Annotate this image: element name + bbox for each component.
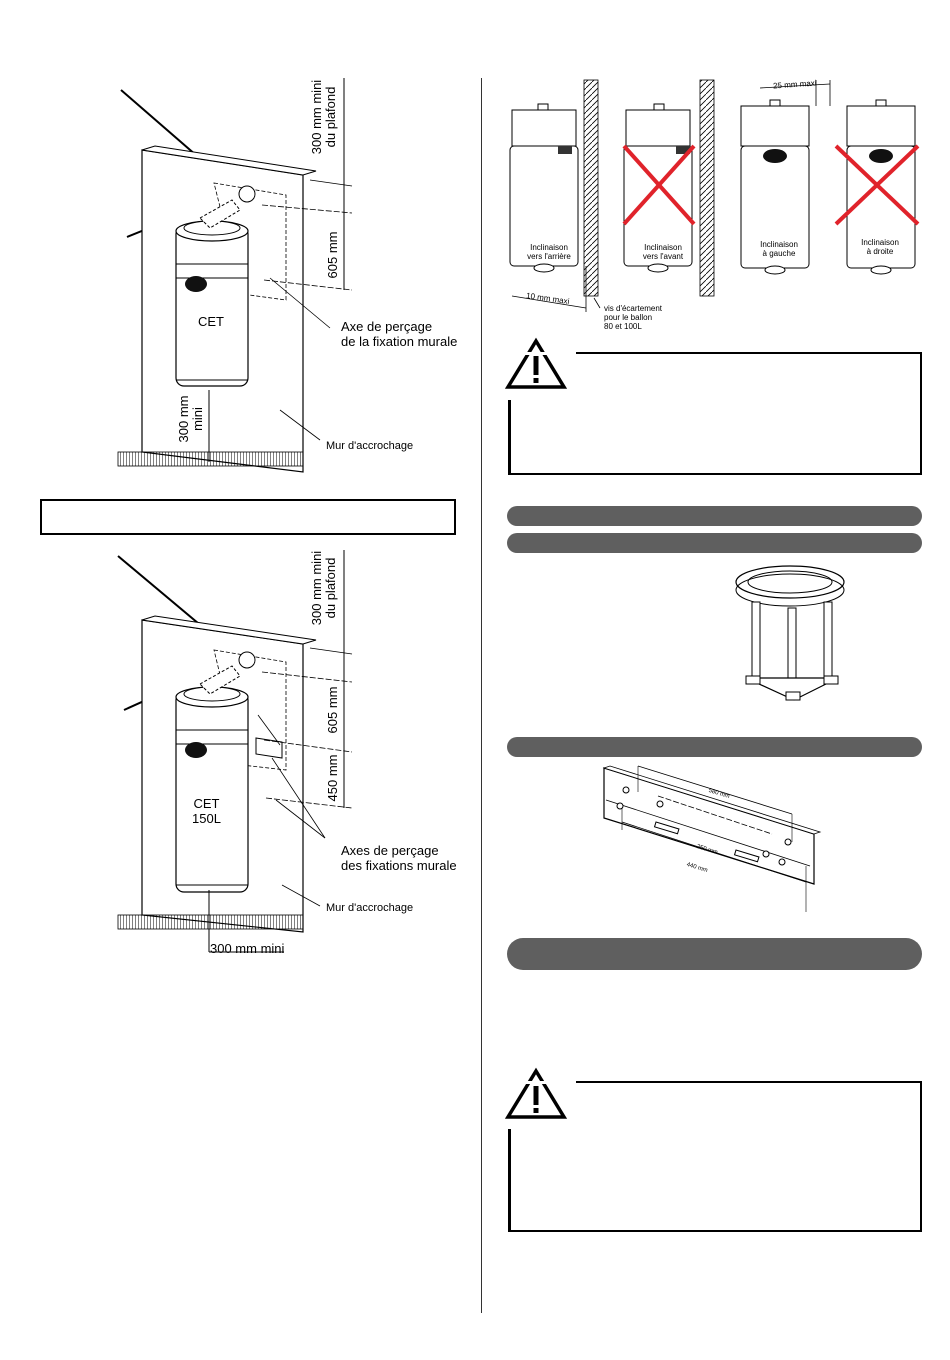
floor-clearance-label-2: 300 mm mini	[210, 941, 285, 956]
tank-stand-illustration	[735, 565, 845, 701]
warning-box-1-left-edge	[508, 400, 511, 475]
section-bar-2	[507, 533, 922, 553]
drill-axes-label: Axes de perçage des fixations murale	[341, 843, 457, 873]
warning-box-2-left-edge	[508, 1129, 511, 1232]
spacer-note-label: vis d'écartement pour le ballon 80 et 10…	[604, 304, 662, 331]
tank-tilt-front	[623, 103, 693, 273]
vertical-spacing-bottom-label: 450 mm	[325, 754, 340, 802]
forbidden-cross-right	[834, 144, 920, 226]
tank-tilt-right	[846, 99, 916, 275]
wall-bracket-drawing	[602, 765, 822, 912]
wall-label-2: Mur d'accrochage	[326, 902, 414, 914]
inclination-front-label: Inclinaison vers l'avant	[642, 243, 684, 261]
warning-triangle-icon-2	[504, 1067, 568, 1119]
inclination-right-label: Inclinaison à droite	[861, 238, 899, 256]
drill-axis-label: Axe de perçage de la fixation murale	[341, 319, 458, 349]
wall-mount-diagram-1	[117, 78, 353, 473]
inclination-left-label: Inclinaison à gauche	[760, 240, 798, 258]
wall-mount-diagram-2	[117, 550, 353, 953]
column-divider	[481, 78, 482, 1313]
section-title-box	[40, 499, 456, 535]
tank-tilt-back	[509, 103, 579, 273]
warning-triangle-icon	[504, 337, 568, 389]
section-bar-1	[507, 506, 922, 526]
tank-tilt-left	[740, 99, 810, 275]
section-bar-4	[507, 938, 922, 970]
tank-label-2: CET 150L	[192, 796, 221, 826]
section-bar-3	[507, 737, 922, 757]
inclination-back-label: Inclinaison vers l'arrière	[527, 243, 571, 261]
forbidden-cross-front	[622, 144, 696, 226]
warning-box-2	[508, 1081, 922, 1232]
warning-box-2-top-cover	[508, 1081, 576, 1084]
vertical-spacing-top-label: 605 mm	[325, 686, 340, 734]
vertical-spacing-label-1: 605 mm	[325, 231, 340, 279]
warning-box-1-top-cover	[508, 352, 576, 355]
ceiling-clearance-label-1: 300 mm mini du plafond	[309, 79, 338, 155]
tank-label-1: CET	[198, 314, 224, 329]
inclination-diagram	[509, 79, 920, 312]
wall-label-1: Mur d'accrochage	[326, 440, 414, 452]
floor-clearance-label-1: 300 mm mini	[176, 395, 205, 443]
ceiling-clearance-label-2: 300 mm mini du plafond	[309, 550, 338, 626]
warning-box-1	[508, 352, 922, 475]
